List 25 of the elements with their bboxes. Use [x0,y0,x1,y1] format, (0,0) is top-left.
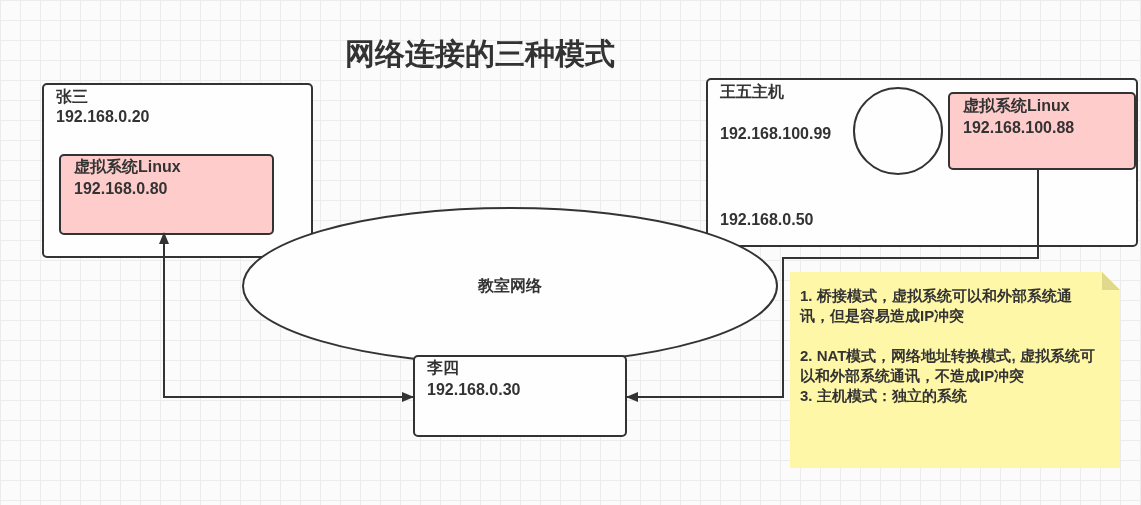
host-name: 李四 [427,358,459,378]
arrow [159,232,414,402]
host-box [706,78,1138,247]
vm-box [948,92,1136,170]
ip-address: 192.168.0.30 [427,380,521,400]
ip-address: 192.168.0.50 [720,210,814,230]
host-box [42,83,313,258]
empty-circle [853,87,943,175]
note-text: 2. NAT模式，网络地址转换模式, 虚拟系统可以和外部系统通讯，不造成IP冲突 [800,346,1096,386]
ip-address: 192.168.100.88 [963,118,1075,138]
note-text: 3. 主机模式：独立的系统 [800,386,968,406]
vm-name: 虚拟系统Linux [963,96,1070,116]
ip-address: 192.168.100.99 [720,124,832,144]
arrow [626,167,1039,402]
diagram-title: 网络连接的三种模式 [344,36,616,72]
host-name: 张三 [56,87,88,107]
network-label: 教室网络 [478,276,542,296]
ip-address: 192.168.0.80 [74,179,168,199]
note-card [790,272,1120,468]
vm-name: 虚拟系统Linux [74,157,181,177]
vm-box [59,154,274,235]
host-box [413,355,627,437]
host-name: 王五主机 [720,82,784,102]
note-text: 1. 桥接模式，虚拟系统可以和外部系统通讯，但是容易造成IP冲突 [800,286,1073,326]
ip-address: 192.168.0.20 [56,107,150,127]
